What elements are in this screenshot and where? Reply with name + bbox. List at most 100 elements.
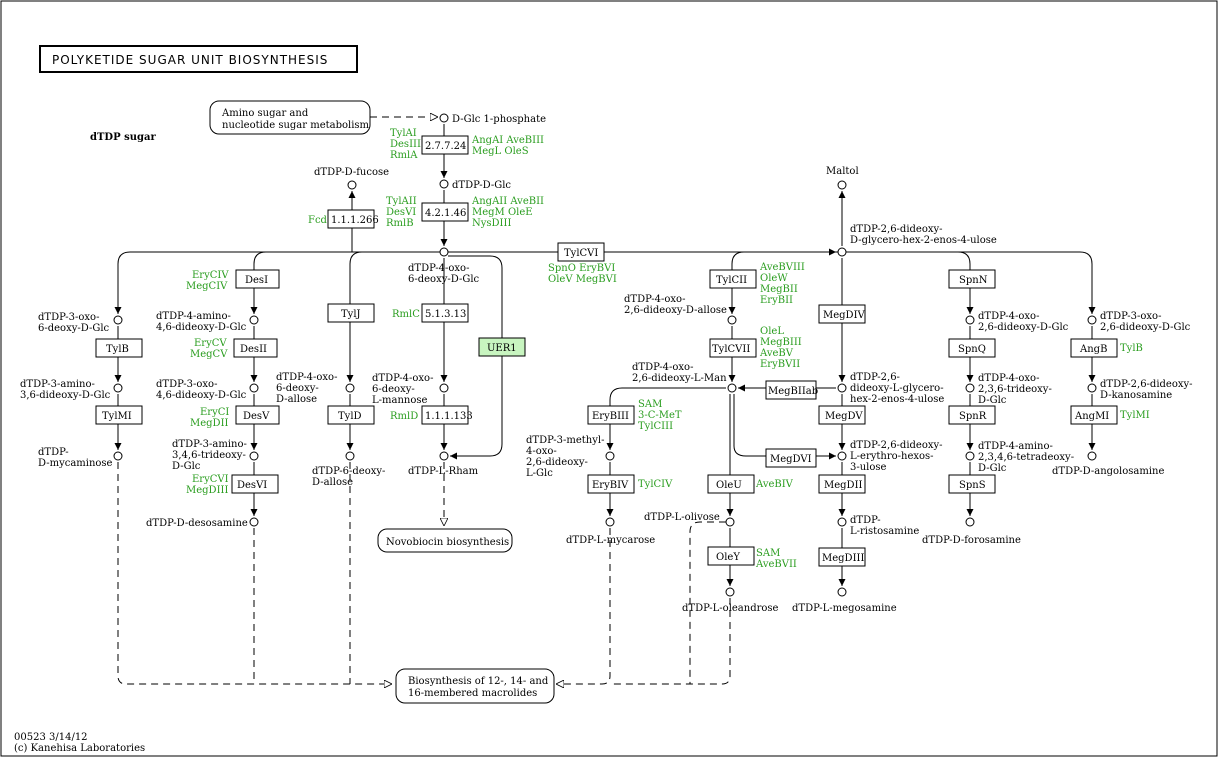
- svg-text:D-Glc: D-Glc: [978, 463, 1007, 474]
- svg-text:L-ristosamine: L-ristosamine: [850, 526, 919, 537]
- enzyme-tylmi[interactable]: TylMI: [95, 405, 143, 425]
- svg-text:TylCII: TylCII: [716, 275, 747, 286]
- compound-oxo-glc[interactable]: [439, 247, 449, 257]
- compound-rham[interactable]: [439, 451, 449, 461]
- compound-olivose[interactable]: [725, 517, 735, 527]
- svg-text:dTDP-3-methyl-: dTDP-3-methyl-: [526, 435, 604, 446]
- enzyme-megdiii[interactable]: MegDIII: [818, 547, 866, 567]
- compound-maltol[interactable]: [837, 180, 847, 190]
- svg-text:dTDP-3-oxo-: dTDP-3-oxo-: [156, 379, 217, 390]
- compound-amino4-2346[interactable]: [965, 451, 975, 461]
- svg-text:OleY: OleY: [716, 552, 740, 563]
- enzyme-spnr[interactable]: SpnR: [948, 405, 996, 425]
- enzyme-erybiv[interactable]: EryBIV: [587, 474, 635, 494]
- svg-text:dTDP-4-amino-: dTDP-4-amino-: [156, 311, 231, 322]
- enzyme-erybiii[interactable]: EryBIII: [587, 405, 635, 425]
- compound-amino3[interactable]: [113, 383, 123, 393]
- compound-ristosamine[interactable]: [837, 517, 847, 527]
- enzyme-angmi[interactable]: AngMI: [1070, 405, 1118, 425]
- compound-angolosamine[interactable]: [1087, 451, 1097, 461]
- enzyme-tylj[interactable]: TylJ: [327, 303, 375, 323]
- compound-oxo3-26[interactable]: [1087, 315, 1097, 325]
- enzyme-desv[interactable]: DesV: [235, 405, 280, 425]
- enzyme-tyld[interactable]: TylD: [327, 405, 375, 425]
- enzyme-desii[interactable]: DesII: [233, 338, 278, 358]
- enzyme-tylcvi[interactable]: TylCVI: [557, 242, 605, 262]
- svg-text:16-membered macrolides: 16-membered macrolides: [408, 688, 537, 699]
- svg-text:TylAI: TylAI: [390, 128, 417, 139]
- compound-glc1p[interactable]: [439, 113, 449, 123]
- enzyme-megdvi[interactable]: MegDVI: [765, 448, 817, 468]
- svg-text:dTDP-4-oxo-: dTDP-4-oxo-: [632, 362, 693, 373]
- compound-deoxy-allose[interactable]: [345, 451, 355, 461]
- svg-text:dTDP-4-oxo-: dTDP-4-oxo-: [978, 373, 1039, 384]
- map-node-macrolides[interactable]: Biosynthesis of 12-, 14- and 16-membered…: [395, 668, 555, 704]
- enzyme-tylcii[interactable]: TylCII: [709, 269, 757, 289]
- compound-amino3-346[interactable]: [249, 451, 259, 461]
- svg-text:2,6-dideoxy-: 2,6-dideoxy-: [526, 457, 588, 468]
- compound-oxo3-46[interactable]: [249, 383, 259, 393]
- compound-oxo3[interactable]: [113, 315, 123, 325]
- enzyme-spns[interactable]: SpnS: [948, 474, 996, 494]
- compound-forosamine[interactable]: [965, 517, 975, 527]
- compound-erythro[interactable]: [837, 451, 847, 461]
- enzyme-megdv[interactable]: MegDV: [818, 405, 866, 425]
- svg-text:hex-2-enos-4-ulose: hex-2-enos-4-ulose: [850, 394, 944, 405]
- svg-text:EryBII: EryBII: [760, 295, 793, 306]
- compound-glycero[interactable]: [837, 247, 847, 257]
- enzyme-tylb[interactable]: TylB: [95, 338, 143, 358]
- title-box: [39, 45, 358, 73]
- enzyme-uer1[interactable]: UER1: [478, 337, 526, 357]
- compound-dtdp-glc[interactable]: [439, 179, 449, 189]
- enzyme-1.1.1.133[interactable]: 1.1.1.133: [421, 405, 473, 425]
- compound-mycarose[interactable]: [605, 517, 615, 527]
- compound-amino4[interactable]: [249, 315, 259, 325]
- svg-text:dTDP-L-megosamine: dTDP-L-megosamine: [792, 603, 897, 614]
- compound-desosamine[interactable]: [249, 517, 259, 527]
- compound-oxo4-allose[interactable]: [345, 383, 355, 393]
- enzyme-spnn[interactable]: SpnN: [948, 269, 996, 289]
- enzyme-tylcvii[interactable]: TylCVII: [709, 338, 757, 358]
- map-node-novobiocin[interactable]: Novobiocin biosynthesis: [377, 528, 513, 553]
- svg-text:RmlD: RmlD: [390, 411, 418, 422]
- svg-text:dTDP-3-oxo-: dTDP-3-oxo-: [38, 312, 99, 323]
- enzyme-4.2.1.46[interactable]: 4.2.1.46: [421, 202, 469, 222]
- enzyme-spnq[interactable]: SpnQ: [948, 338, 996, 358]
- compound-labels: D-Glc 1-phosphate dTDP-D-Glc dTDP-D-fuco…: [20, 114, 1193, 614]
- enzyme-5.1.3.13[interactable]: 5.1.3.13: [421, 303, 469, 323]
- enzyme-megdii[interactable]: MegDII: [818, 474, 866, 494]
- enzyme-oley[interactable]: OleY: [707, 546, 755, 566]
- svg-text:RmlA: RmlA: [390, 150, 418, 161]
- compound-fucose[interactable]: [347, 180, 357, 190]
- svg-text:5.1.3.13: 5.1.3.13: [425, 309, 466, 320]
- compound-kanosamine[interactable]: [1087, 383, 1097, 393]
- enzyme-desi[interactable]: DesI: [235, 269, 280, 289]
- compound-oxo-allose2[interactable]: [727, 315, 737, 325]
- compound-mycaminose[interactable]: [113, 451, 123, 461]
- enzyme-desvi[interactable]: DesVI: [231, 474, 279, 494]
- compound-lglycero[interactable]: [837, 383, 847, 393]
- svg-text:1.1.1.266: 1.1.1.266: [331, 215, 379, 226]
- enzyme-megbiiab[interactable]: MegBIIab: [765, 380, 818, 400]
- svg-text:dTDP-L-mycarose: dTDP-L-mycarose: [566, 535, 655, 546]
- compound-oxo4-26[interactable]: [965, 315, 975, 325]
- svg-text:dTDP-4-oxo-: dTDP-4-oxo-: [276, 372, 337, 383]
- svg-text:D-Glc 1-phosphate: D-Glc 1-phosphate: [452, 114, 546, 125]
- compound-oxo4-mannose[interactable]: [439, 383, 449, 393]
- svg-text:AngAII AveBII: AngAII AveBII: [471, 196, 544, 207]
- svg-text:OleW: OleW: [760, 273, 788, 284]
- enzyme-megdiv[interactable]: MegDIV: [818, 304, 866, 324]
- compound-oxo4-236[interactable]: [965, 383, 975, 393]
- compound-methyl[interactable]: [605, 451, 615, 461]
- compound-man[interactable]: [727, 383, 737, 393]
- enzyme-2.7.7.24[interactable]: 2.7.7.24: [421, 135, 469, 155]
- compound-oleandrose[interactable]: [725, 587, 735, 597]
- enzyme-oleu[interactable]: OleU: [707, 474, 755, 494]
- svg-text:TylMI: TylMI: [102, 411, 132, 422]
- map-node-amino-sugar[interactable]: Amino sugar and nucleotide sugar metabol…: [209, 100, 371, 135]
- compound-megosamine[interactable]: [837, 587, 847, 597]
- enzyme-1.1.1.266[interactable]: 1.1.1.266: [327, 209, 379, 229]
- svg-text:3-C-MeT: 3-C-MeT: [638, 410, 682, 421]
- enzyme-angb[interactable]: AngB: [1070, 338, 1118, 358]
